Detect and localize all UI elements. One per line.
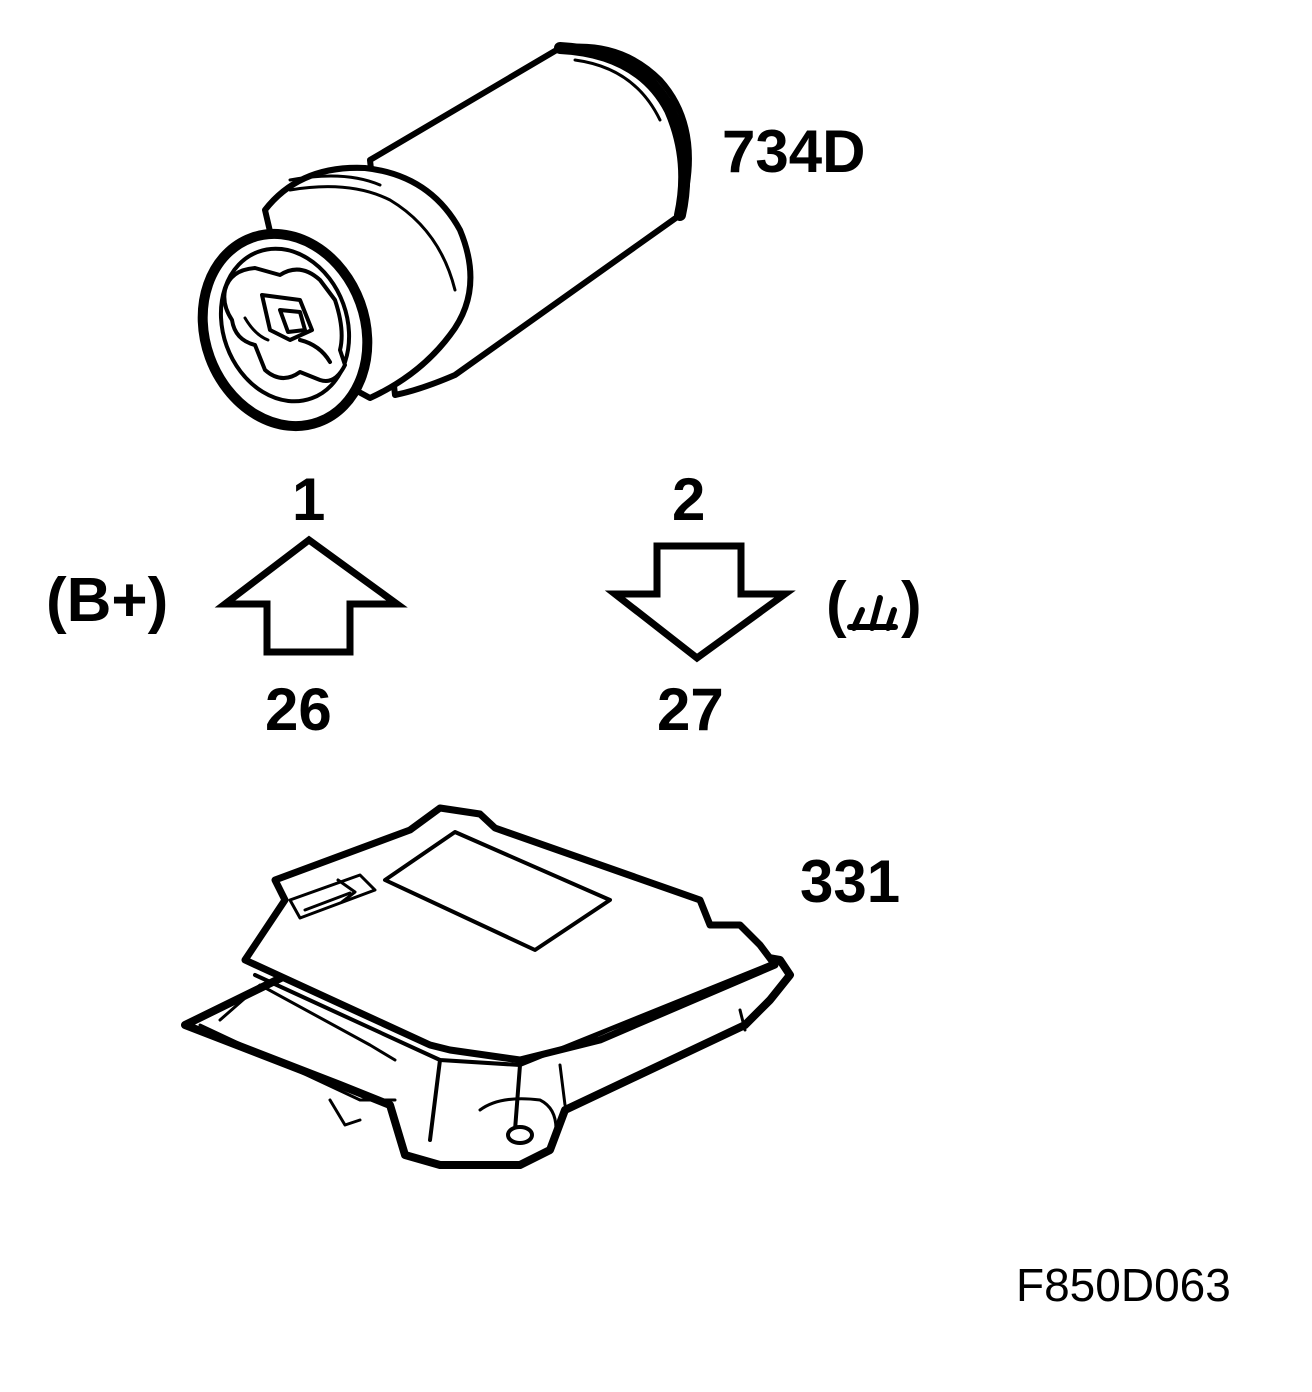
ground-symbol-icon	[847, 595, 898, 631]
ground-label-close-paren: )	[901, 570, 922, 639]
connector-pin-2-label: 2	[672, 466, 706, 533]
inline-connector-drawing	[197, 42, 692, 432]
module-pin-26-label: 26	[265, 676, 332, 743]
connector-pin-1-label: 1	[292, 466, 326, 533]
battery-positive-label: (B+)	[46, 566, 169, 635]
airbag-control-module-drawing	[181, 804, 794, 1169]
ground-label-open-paren: (	[826, 570, 847, 639]
module-pin-27-label: 27	[657, 676, 724, 743]
figure-id: F850D063	[1016, 1259, 1231, 1311]
control-module-label: 331	[800, 848, 901, 915]
connector-label: 734D	[722, 118, 866, 185]
arrow-down-icon	[604, 542, 796, 663]
arrow-up-icon	[214, 535, 408, 656]
